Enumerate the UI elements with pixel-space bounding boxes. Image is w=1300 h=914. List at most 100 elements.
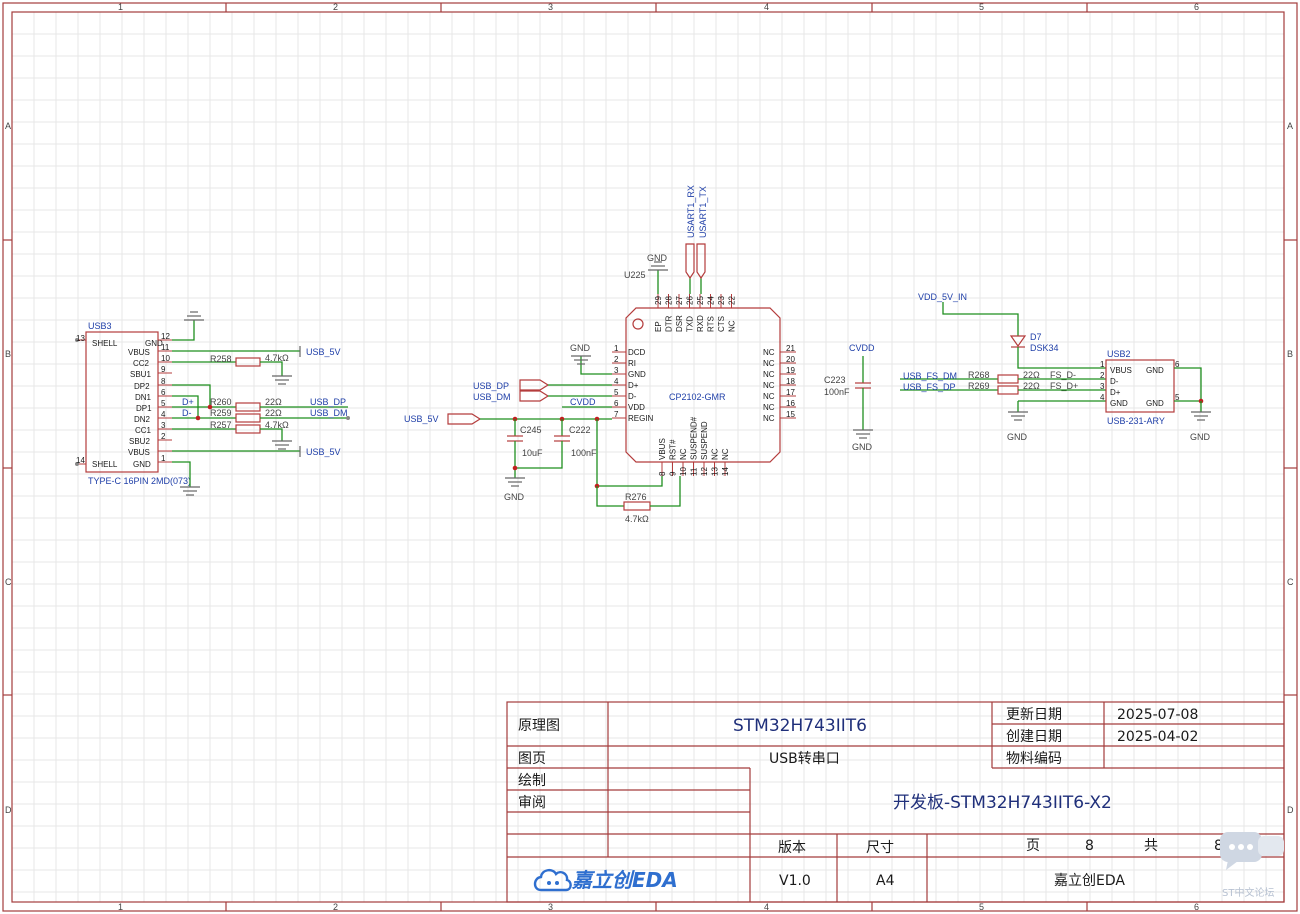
pin-label: VBUS (1110, 366, 1132, 375)
pin-num: 25 (696, 296, 705, 305)
pin-label: CC1 (135, 426, 152, 435)
pin-label: VBUS (128, 448, 150, 457)
pin-num: 14 (721, 467, 730, 476)
net-usb-5v: USB_5V (404, 414, 439, 424)
net-usb-5v-2: USB_5V (306, 447, 341, 457)
pin-label: NC (763, 381, 775, 390)
pin-num: 12 (161, 332, 170, 341)
pin-label: RST# (669, 439, 678, 460)
tb-page-name: USB转串口 (769, 751, 840, 767)
pin-num: 21 (786, 344, 795, 353)
pin-num: 24 (707, 296, 716, 305)
c222-ref: C222 (569, 425, 591, 435)
pin-num: 1 (1100, 360, 1105, 369)
pin-label: GND (1146, 399, 1164, 408)
net-usb-dp: USB_DP (310, 397, 346, 407)
pin-label: NC (728, 320, 737, 332)
gnd-label: GND (1007, 432, 1028, 442)
pin-num: 11 (161, 343, 170, 352)
usb2-connector[interactable]: USB2 USB-231-ARY VBUS D- D+ GND 1 2 3 4 … (1100, 349, 1211, 442)
r276-val: 4.7kΩ (625, 514, 649, 524)
row-markers: A B C D A B C D (3, 121, 1297, 815)
row-label: A (1287, 121, 1293, 131)
net-usart-tx: USART1_TX (698, 186, 708, 238)
tb-version: V1.0 (779, 873, 811, 889)
tb-drawn-label: 绘制 (518, 773, 546, 789)
r268-val: 22Ω (1023, 370, 1040, 380)
pin-label: SUSPEND (700, 421, 709, 460)
c223-ref: C223 (824, 375, 846, 385)
col-label: 2 (333, 902, 338, 912)
net-vdd-5v-in: VDD_5V_IN (918, 292, 967, 302)
pin-label: NC (763, 392, 775, 401)
net-fs-dm: FS_D- (1050, 370, 1076, 380)
pin-label: SUSPEND# (690, 416, 699, 460)
r258-val: 4.7kΩ (265, 353, 289, 363)
pin-num: 5 (161, 399, 166, 408)
pin-num: 3 (1100, 382, 1105, 391)
col-label: 4 (764, 2, 769, 12)
pin-label: NC (721, 448, 730, 460)
pin-num: 1 (161, 454, 166, 463)
pin-label: SHELL (92, 339, 118, 348)
row-label: A (5, 121, 11, 131)
pin-label: NC (711, 448, 720, 460)
d7-val: DSK34 (1030, 343, 1059, 353)
row-label: D (1287, 805, 1294, 815)
tb-material-label: 物料编码 (1006, 751, 1062, 767)
pin-num: 12 (700, 467, 709, 476)
tb-page-no: 8 (1085, 838, 1094, 854)
pin-num: 15 (786, 410, 795, 419)
pin-label: NC (763, 370, 775, 379)
r269-val: 22Ω (1023, 381, 1040, 391)
pin-num: 13 (76, 334, 85, 343)
r258-ref: R258 (210, 354, 232, 364)
pin-num: 4 (614, 377, 619, 386)
col-label: 3 (548, 2, 553, 12)
tb-vendor: 嘉立创EDA (1054, 873, 1125, 889)
pin-num: 14 (76, 456, 85, 465)
column-markers: 1 2 3 4 5 6 1 2 3 4 5 6 (118, 2, 1199, 912)
pin-num: 3 (614, 366, 619, 375)
tb-project: STM32H743IIT6 (733, 716, 867, 736)
tb-size: A4 (876, 873, 895, 889)
row-label: C (5, 577, 12, 587)
pin-label: GND (1110, 399, 1128, 408)
usb2-name: USB-231-ARY (1107, 416, 1165, 426)
col-label: 5 (979, 902, 984, 912)
chat-bubble-button[interactable]: ST中文论坛 (1220, 830, 1286, 902)
tb-schematic-label: 原理图 (518, 718, 560, 734)
pin-num: 10 (161, 354, 170, 363)
usb2-ref: USB2 (1107, 349, 1131, 359)
pin-num: 28 (665, 296, 674, 305)
c223-cap: CVDD GND C223 100nF (824, 343, 875, 452)
logo-text: 嘉立创EDA (571, 868, 678, 892)
pin-label: GND (133, 460, 151, 469)
gnd-label: GND (504, 492, 525, 502)
pin-label: VBUS (128, 348, 150, 357)
tb-board-name: 开发板-STM32H743IIT6-X2 (893, 793, 1112, 813)
usb3-footprint: TYPE-C 16PIN 2MD(073) (88, 476, 191, 486)
pin-label: RXD (696, 315, 705, 332)
pin-label: NC (763, 348, 775, 357)
pin-label: CC2 (133, 359, 150, 368)
usb3-connector[interactable]: USB3 TYPE-C 16PIN 2MD(073) 13 14 SHELL V… (75, 321, 191, 486)
pin-label: EP (654, 321, 663, 332)
tb-update-label: 更新日期 (1006, 707, 1062, 723)
pin-label: DTR (665, 315, 674, 332)
col-label: 2 (333, 2, 338, 12)
pin-label: SHELL (92, 460, 118, 469)
pin-num: 23 (717, 296, 726, 305)
pin-num: 7 (614, 410, 619, 419)
pin-label: VBUS (658, 438, 667, 460)
pin-label: REGIN (628, 414, 654, 423)
pin-label: VDD (628, 403, 645, 412)
pin-num: 19 (786, 366, 795, 375)
pin-num: 11 (690, 467, 699, 476)
c245-val: 10uF (522, 448, 543, 458)
pin-label: GND (628, 370, 646, 379)
pin-label: GND (145, 339, 163, 348)
pin-num: 5 (1175, 393, 1180, 402)
